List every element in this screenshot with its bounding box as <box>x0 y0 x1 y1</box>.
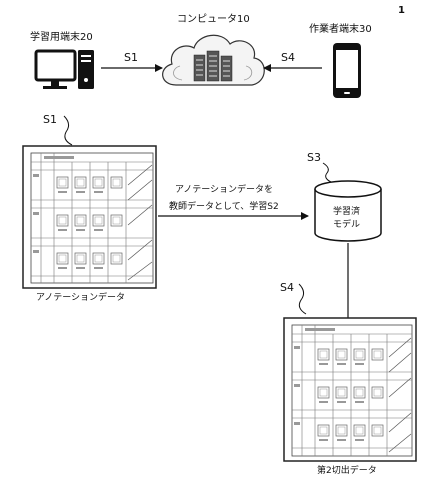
annotation-data-caption: アノテーションデータ <box>36 291 125 303</box>
trained-model-label-line1: 学習済 <box>333 205 360 217</box>
learn-caption-line1: アノテーションデータを <box>175 183 273 195</box>
learning-terminal-icon <box>34 49 94 89</box>
step-s1-arrow-label: S1 <box>124 51 138 64</box>
learning-terminal-label: 学習用端末20 <box>30 30 93 43</box>
second-cut-data-document <box>283 317 417 462</box>
s4-doc-label: S4 <box>280 281 294 294</box>
learn-caption-line2: 教師データとして、学習S2 <box>169 200 279 212</box>
annotation-data-document <box>22 145 157 289</box>
computer-label: コンピュータ10 <box>177 13 250 25</box>
s1-leader-line <box>63 115 73 146</box>
worker-terminal-icon <box>333 43 361 98</box>
trained-model-label-line2: モデル <box>333 218 360 230</box>
s3-label: S3 <box>307 151 321 164</box>
s1-doc-label: S1 <box>43 113 57 126</box>
figure-number: 1 <box>398 5 405 16</box>
second-cut-data-caption: 第2切出データ <box>317 464 377 476</box>
trained-model-cylinder <box>314 180 382 242</box>
worker-terminal-label: 作業者端末30 <box>309 22 372 35</box>
s4-leader-line <box>298 283 307 315</box>
s3-leader-line <box>322 162 332 183</box>
step-s4-arrow-label: S4 <box>281 51 295 64</box>
computer-cloud-icon <box>162 34 265 86</box>
